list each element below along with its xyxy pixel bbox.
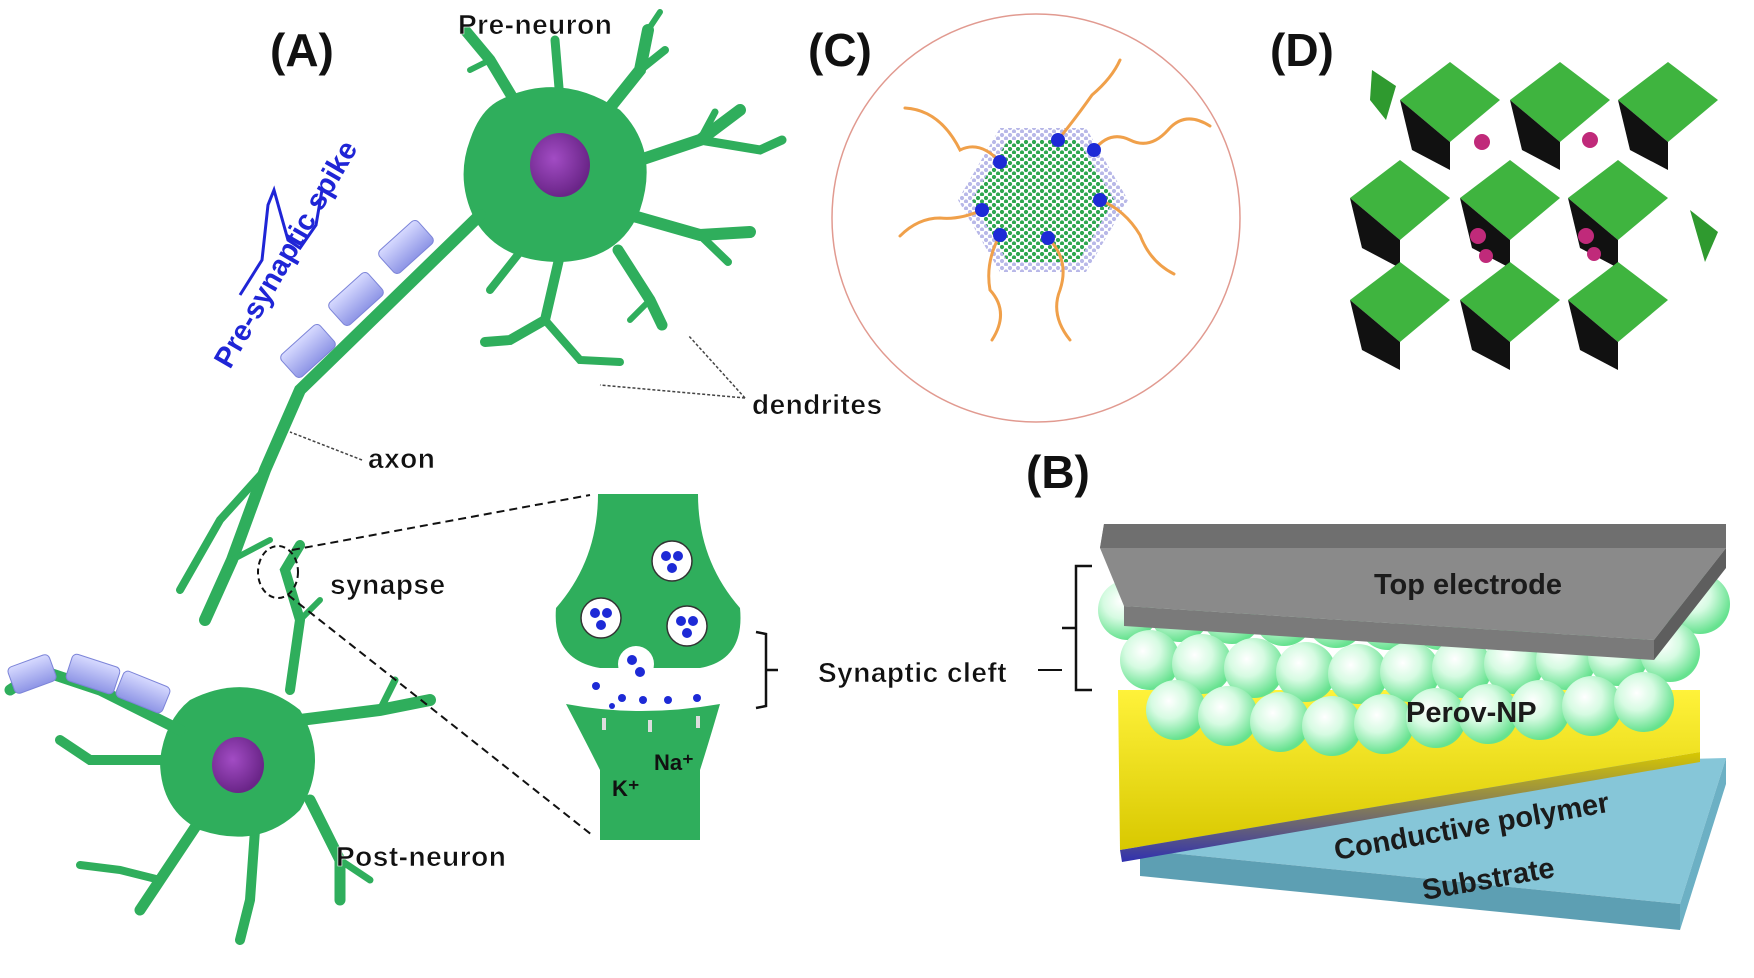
presynaptic-spike-waveform <box>238 185 324 296</box>
zoom-line-top <box>291 494 591 551</box>
device-bracket <box>1062 564 1092 692</box>
axon-label: axon <box>368 443 435 474</box>
receptors <box>602 716 700 732</box>
perovskite-lattice <box>1350 62 1718 370</box>
panel-label-c: (C) <box>808 24 872 76</box>
top-electrode-layer <box>1100 524 1726 660</box>
neurotransmitters <box>592 682 701 709</box>
synaptic-cleft-label: Synaptic cleft <box>818 657 1007 688</box>
pre-neuron <box>176 9 787 626</box>
panel-label-a: (A) <box>270 24 334 76</box>
ion-na-label: Na⁺ <box>654 750 694 775</box>
device-stack <box>1098 524 1730 930</box>
vesicles <box>580 540 708 682</box>
cleft-bracket <box>755 630 778 710</box>
ion-k-label: K⁺ <box>612 776 640 801</box>
surface-atoms <box>975 133 1107 245</box>
leader-lines <box>289 334 746 461</box>
pre-neuron-nucleus <box>530 133 590 197</box>
dendrites-label: dendrites <box>752 389 883 420</box>
post-neuron-nucleus <box>212 737 264 793</box>
panel-label-d: (D) <box>1270 24 1334 76</box>
nanoparticle-illustration <box>831 13 1241 423</box>
presynaptic-spike-label: Pre-synaptic spike <box>208 136 364 374</box>
ligands <box>898 58 1212 342</box>
perov-np-label: Perov-NP <box>1406 697 1537 729</box>
panel-label-b: (B) <box>1026 446 1090 498</box>
post-neuron <box>4 540 436 945</box>
core-lattice <box>972 140 1114 262</box>
synapse-zoom: K⁺ Na⁺ <box>555 494 741 840</box>
a-site-cations <box>1470 132 1601 263</box>
top-electrode-label: Top electrode <box>1374 569 1562 601</box>
post-axon-myelin <box>7 653 171 714</box>
post-neuron-label: Post-neuron <box>336 841 506 872</box>
pre-neuron-label: Pre-neuron <box>458 9 612 40</box>
pre-axon-myelin <box>280 220 434 378</box>
synapse-label: synapse <box>330 569 446 600</box>
synapse-marker <box>257 545 299 599</box>
